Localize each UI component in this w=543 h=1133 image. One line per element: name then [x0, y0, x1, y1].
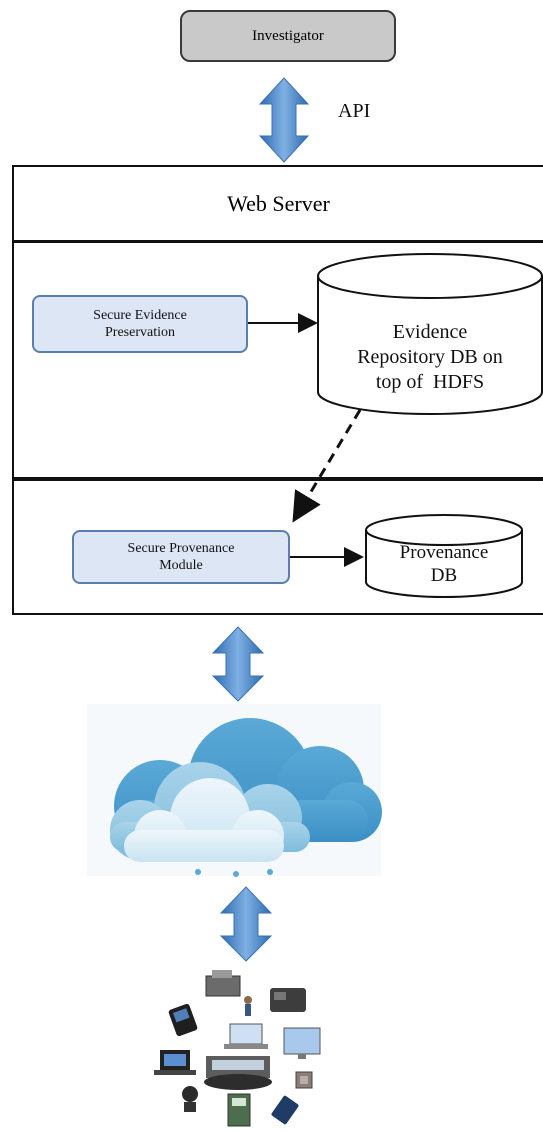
- cloud-icon: [87, 704, 382, 877]
- web-server-label: Web Server: [227, 190, 330, 216]
- provenance-db-line-2: DB: [430, 564, 458, 586]
- server-cloud-double-arrow-icon: [211, 626, 265, 702]
- secure-evidence-preservation-module: Secure Evidence Preservation: [32, 295, 248, 353]
- provenance-db-label: Provenance DB: [384, 542, 504, 588]
- repository-to-provenance-dashed-arrow: [292, 409, 362, 523]
- secure-provenance-label: Secure Provenance Module: [127, 540, 235, 574]
- api-label: API: [338, 100, 371, 122]
- evidence-repository-db-icon: [317, 253, 543, 415]
- evidence-repository-db-label: Evidence Repository DB on top of HDFS: [357, 320, 503, 395]
- api-double-arrow-icon: [258, 77, 310, 163]
- secure-evidence-label: Secure Evidence Preservation: [93, 307, 187, 341]
- provenance-db-line-1: Provenance: [399, 542, 489, 563]
- investigator-label: Investigator: [252, 27, 324, 44]
- evidence-db-line-2: Repository DB on: [357, 346, 503, 368]
- devices-cluster-icon: [154, 970, 321, 1127]
- evidence-db-line-3: top of HDFS: [375, 371, 485, 393]
- secure-provenance-module: Secure Provenance Module: [72, 530, 290, 584]
- provenance-db-icon: [365, 514, 523, 598]
- investigator-node: Investigator: [180, 10, 396, 62]
- evidence-db-line-1: Evidence: [392, 321, 468, 343]
- evidence-panel: [12, 241, 543, 479]
- cloud-devices-double-arrow-icon: [219, 886, 273, 962]
- provenance-panel: [12, 479, 543, 615]
